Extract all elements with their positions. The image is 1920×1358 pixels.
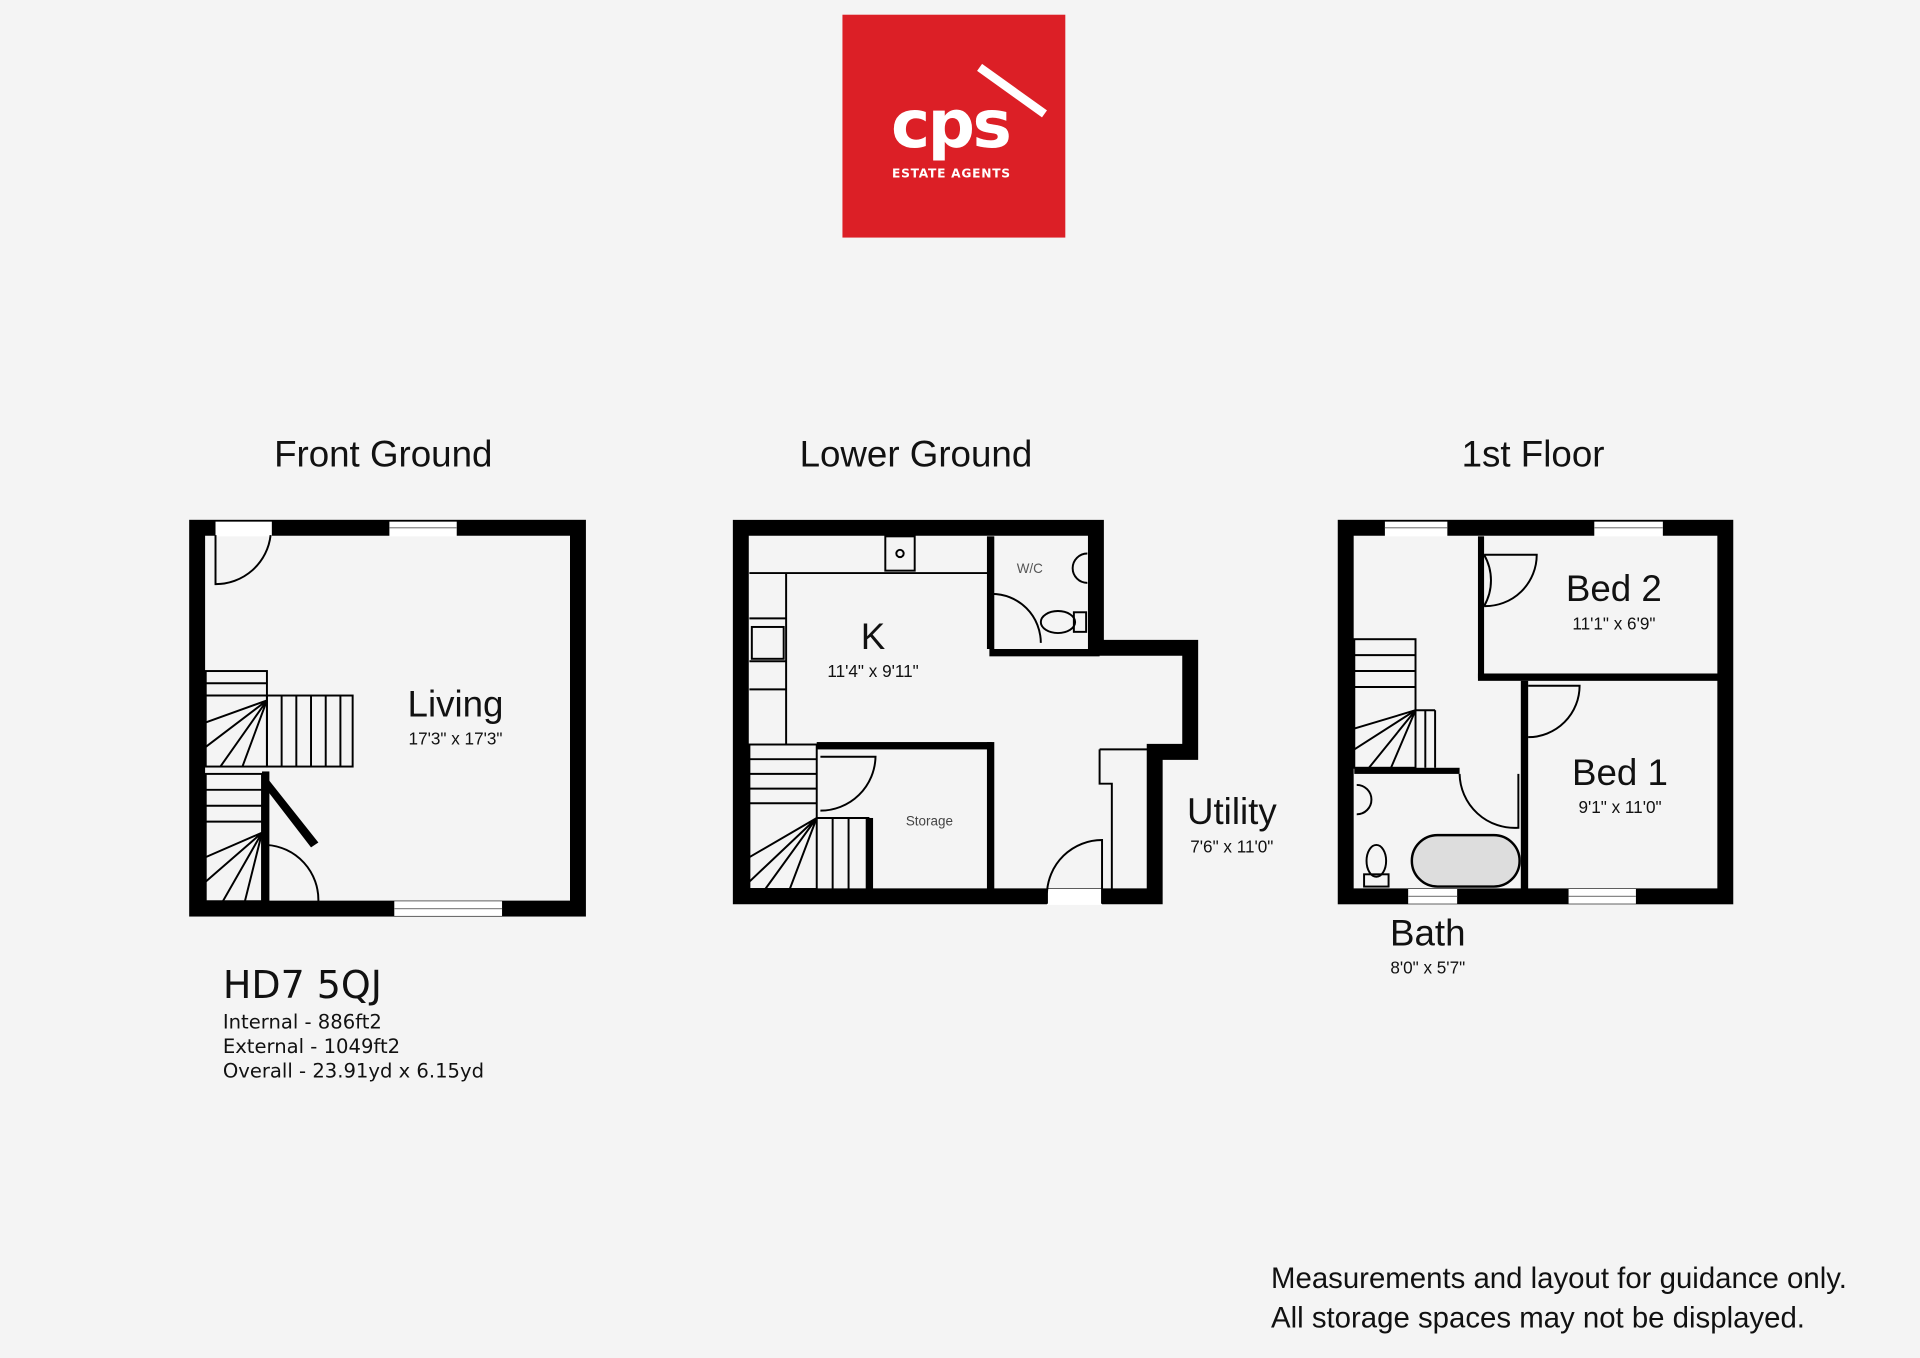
room-living-label: Living [408,683,504,724]
room-kitchen-size: 11'4" x 9'11" [827,661,918,681]
disclaimer-line-2: All storage spaces may not be displayed. [1271,1301,1805,1334]
room-wc-label: W/C [1017,561,1043,576]
room-bed2-label: Bed 2 [1566,568,1662,609]
svg-text:cps: cps [891,86,1010,163]
external-area: External - 1049ft2 [223,1035,400,1058]
room-utility-size: 7'6" x 11'0" [1190,836,1273,856]
svg-text:ESTATE AGENTS: ESTATE AGENTS [892,167,1011,181]
property-info: HD7 5QJ Internal - 886ft2 External - 104… [223,963,484,1083]
first-floor-plan: Bed 2 11'1" x 6'9" Bed 1 9'1" x 11'0" Ba… [1337,519,1734,977]
room-bath-label: Bath [1390,912,1466,953]
lower-ground-plan: K 11'4" x 9'11" W/C Storage Utility 7'6"… [732,519,1277,905]
room-utility-label: Utility [1187,791,1277,832]
floor-title-1st-floor: 1st Floor [1462,434,1605,475]
room-bed1-size: 9'1" x 11'0" [1578,797,1661,817]
room-living-size: 17'3" x 17'3" [409,729,503,749]
room-storage-label: Storage [906,813,953,828]
internal-area: Internal - 886ft2 [223,1011,382,1034]
cps-logo: cps ESTATE AGENTS [842,14,1066,238]
front-ground-plan: Living 17'3" x 17'3" [189,519,586,917]
disclaimer-line-1: Measurements and layout for guidance onl… [1271,1262,1847,1295]
floor-title-front-ground: Front Ground [274,434,492,475]
overall-dimensions: Overall - 23.91yd x 6.15yd [223,1060,484,1083]
room-bed1-label: Bed 1 [1572,752,1668,793]
room-bed2-size: 11'1" x 6'9" [1572,613,1655,633]
room-kitchen-label: K [861,616,886,657]
floor-title-lower-ground: Lower Ground [800,434,1033,475]
postcode: HD7 5QJ [223,963,382,1007]
room-bath-size: 8'0" x 5'7" [1390,957,1465,977]
